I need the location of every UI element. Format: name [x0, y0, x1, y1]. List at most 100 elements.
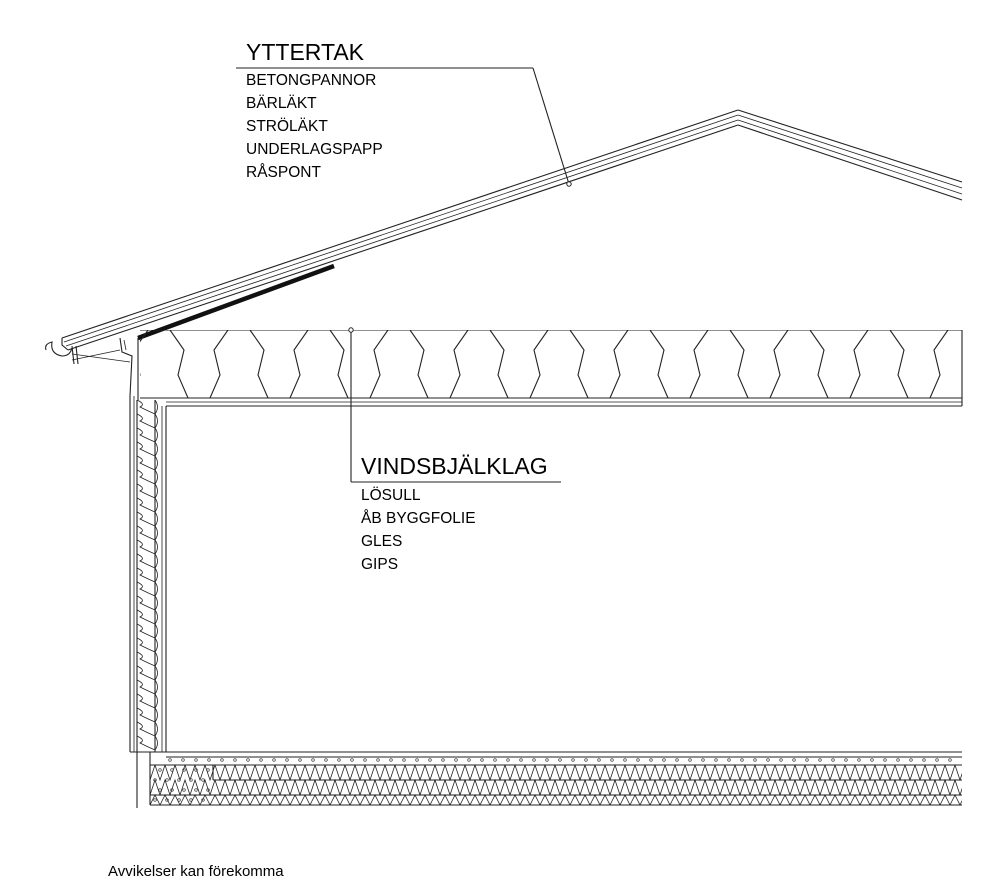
- gravel-dot: [779, 758, 783, 762]
- gravel-dot: [727, 758, 731, 762]
- gravel-dot: [165, 798, 169, 802]
- gravel-dot: [558, 758, 562, 762]
- gravel-dot: [170, 788, 174, 792]
- gravel-dot: [194, 788, 198, 792]
- gravel-dot: [493, 758, 497, 762]
- roof-label-item: RÅSPONT: [246, 164, 321, 181]
- ceiling-label-title: VINDSBJÄLKLAG: [361, 453, 548, 479]
- gravel-dot: [805, 758, 809, 762]
- gravel-dot: [165, 778, 169, 782]
- gravel-dot: [201, 798, 205, 802]
- gravel-dot: [883, 758, 887, 762]
- gravel-dot: [597, 758, 601, 762]
- gravel-dot: [207, 758, 211, 762]
- gravel-dot: [177, 798, 181, 802]
- gravel-dot: [662, 758, 666, 762]
- gravel-dot: [206, 788, 210, 792]
- gravel-fill: [153, 758, 952, 802]
- gravel-dot: [948, 758, 952, 762]
- gravel-dot: [389, 758, 393, 762]
- gravel-dot: [182, 788, 186, 792]
- gravel-dot: [153, 798, 157, 802]
- gravel-dot: [740, 758, 744, 762]
- gravel-dot: [376, 758, 380, 762]
- gravel-dot: [246, 758, 250, 762]
- gravel-dot: [922, 758, 926, 762]
- gravel-dot: [189, 798, 193, 802]
- gravel-dot: [688, 758, 692, 762]
- gravel-dot: [519, 758, 523, 762]
- gravel-dot: [844, 758, 848, 762]
- gravel-dot: [610, 758, 614, 762]
- ceiling-insulation: [140, 330, 962, 399]
- roof-leader: [236, 67, 572, 187]
- gravel-dot: [480, 758, 484, 762]
- gravel-dot: [311, 758, 315, 762]
- roof-label-item: STRÖLÄKT: [246, 117, 328, 135]
- roof-label-item: BETONGPANNOR: [246, 72, 376, 89]
- gravel-dot: [714, 758, 718, 762]
- roof-label-item: UNDERLAGSPAPP: [246, 141, 383, 158]
- gravel-dot: [870, 758, 874, 762]
- gravel-dot: [189, 778, 193, 782]
- gravel-dot: [675, 758, 679, 762]
- gravel-dot: [233, 758, 237, 762]
- gravel-dot: [324, 758, 328, 762]
- ceiling-layers: [140, 330, 963, 407]
- gravel-dot: [831, 758, 835, 762]
- gravel-dot: [363, 758, 367, 762]
- gravel-dot: [259, 758, 263, 762]
- gravel-dot: [194, 768, 198, 772]
- gravel-dot: [545, 758, 549, 762]
- gravel-dot: [909, 758, 913, 762]
- gravel-dot: [792, 758, 796, 762]
- gravel-dot: [441, 758, 445, 762]
- footer-note: Avvikelser kan förekomma: [108, 863, 284, 880]
- roof-label-item: BÄRLÄKT: [246, 95, 317, 112]
- gravel-dot: [753, 758, 757, 762]
- ceiling-label-item: ÅB BYGGFOLIE: [361, 510, 476, 527]
- gravel-dot: [584, 758, 588, 762]
- exterior-wall: [129, 396, 167, 752]
- ceiling-label-item: GIPS: [361, 556, 398, 573]
- gravel-dot: [896, 758, 900, 762]
- gravel-dot: [467, 758, 471, 762]
- gravel-dot: [350, 758, 354, 762]
- gravel-dot: [153, 778, 157, 782]
- roof-label: YTTERTAK BETONGPANNOR BÄRLÄKT STRÖLÄKT U…: [246, 39, 383, 181]
- gravel-dot: [337, 758, 341, 762]
- gravel-dot: [298, 758, 302, 762]
- gravel-dot: [220, 758, 224, 762]
- ceiling-label-item: LÖSULL: [361, 486, 421, 504]
- roof-label-title: YTTERTAK: [246, 39, 365, 65]
- gravel-dot: [766, 758, 770, 762]
- gravel-dot: [818, 758, 822, 762]
- gravel-dot: [428, 758, 432, 762]
- ceiling-leader: [348, 327, 561, 483]
- gravel-dot: [158, 768, 162, 772]
- gravel-dot: [415, 758, 419, 762]
- gravel-dot: [506, 758, 510, 762]
- gravel-dot: [649, 758, 653, 762]
- gravel-dot: [272, 758, 276, 762]
- gravel-dot: [532, 758, 536, 762]
- gravel-dot: [177, 778, 181, 782]
- gravel-dot: [201, 778, 205, 782]
- gravel-dot: [623, 758, 627, 762]
- gravel-dot: [571, 758, 575, 762]
- gravel-dot: [206, 768, 210, 772]
- gravel-dot: [168, 758, 172, 762]
- gravel-dot: [170, 768, 174, 772]
- gravel-dot: [857, 758, 861, 762]
- gravel-dot: [636, 758, 640, 762]
- ceiling-label: VINDSBJÄLKLAG LÖSULL ÅB BYGGFOLIE GLES G…: [361, 453, 548, 573]
- gravel-dot: [935, 758, 939, 762]
- ceiling-label-item: GLES: [361, 533, 402, 550]
- gravel-dot: [701, 758, 705, 762]
- gravel-dot: [454, 758, 458, 762]
- gravel-dot: [158, 788, 162, 792]
- gravel-dot: [194, 758, 198, 762]
- gravel-dot: [181, 758, 185, 762]
- gravel-dot: [182, 768, 186, 772]
